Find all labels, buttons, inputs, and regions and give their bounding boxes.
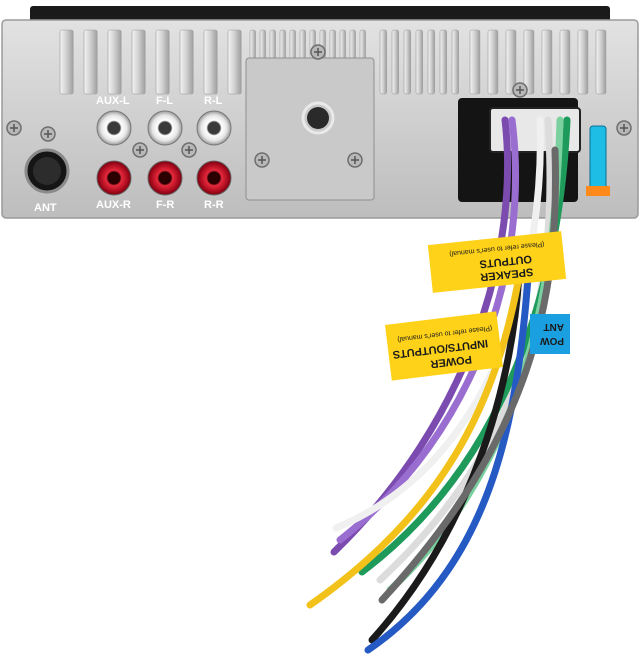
heat-sink-fin (203, 29, 218, 95)
heat-sink-fin (59, 29, 74, 95)
speaker-tag-line2: OUTPUTS (479, 252, 533, 269)
heat-sink-fin (577, 29, 589, 95)
heat-sink-fin (505, 29, 517, 95)
rca-jack-r-l (196, 110, 232, 146)
heat-sink-fin (439, 29, 447, 95)
power-io-tag: POWER INPUTS/OUTPUTS (Please refer to us… (385, 311, 503, 381)
fuse (589, 125, 607, 191)
fuse-body (586, 186, 610, 196)
power-tag-line1: POWER (430, 353, 473, 370)
heat-sink-fin (391, 29, 399, 95)
heat-sink-fin (403, 29, 411, 95)
heat-sink-fin (179, 29, 194, 95)
heat-sink-fin (83, 29, 98, 95)
rca-jack-aux-r (96, 160, 132, 196)
label-aux-l: AUX-L (96, 95, 130, 107)
heat-sink-fin (523, 29, 535, 95)
antenna-jack-inner (33, 157, 61, 185)
ant-tag-line2: ANT (543, 321, 564, 332)
label-r-l: R-L (204, 95, 223, 107)
heat-sink-fin (541, 29, 553, 95)
power-antenna-tag: POW ANT (530, 314, 570, 354)
heat-sink-fin (451, 29, 459, 95)
rca-jack-r-r (196, 160, 232, 196)
label-f-r: F-R (156, 199, 174, 211)
heat-sink-fin (227, 29, 242, 95)
rca-jack-aux-l (96, 110, 132, 146)
label-ant: ANT (34, 202, 57, 214)
wire (378, 146, 559, 604)
wire (364, 246, 534, 654)
mount-hole (307, 107, 329, 129)
heat-sink-fin (155, 29, 170, 95)
heat-sink-fin (487, 29, 499, 95)
wire (306, 236, 529, 609)
label-r-r: R-R (204, 199, 224, 211)
wire-harness (306, 116, 571, 654)
heat-sink-fin (415, 29, 423, 95)
heat-sink-fin (595, 29, 607, 95)
screws (6, 44, 632, 168)
label-f-l: F-L (156, 95, 173, 107)
rca-jack-f-l (147, 110, 183, 146)
heat-sink-fin (559, 29, 571, 95)
heat-sink-fin (469, 29, 481, 95)
heat-sink-fin (379, 29, 387, 95)
speaker-tag-line1: SPEAKER (480, 265, 534, 282)
heat-sink-fin (107, 29, 122, 95)
heat-sink-fin (131, 29, 146, 95)
label-aux-r: AUX-R (96, 199, 131, 211)
heat-sink-fin (427, 29, 435, 95)
rca-jack-f-r (147, 160, 183, 196)
mount-hole-rim (301, 101, 335, 135)
speaker-outputs-tag: SPEAKER OUTPUTS (Please refer to user's … (427, 231, 567, 293)
ant-tag-line1: POW (540, 335, 564, 346)
